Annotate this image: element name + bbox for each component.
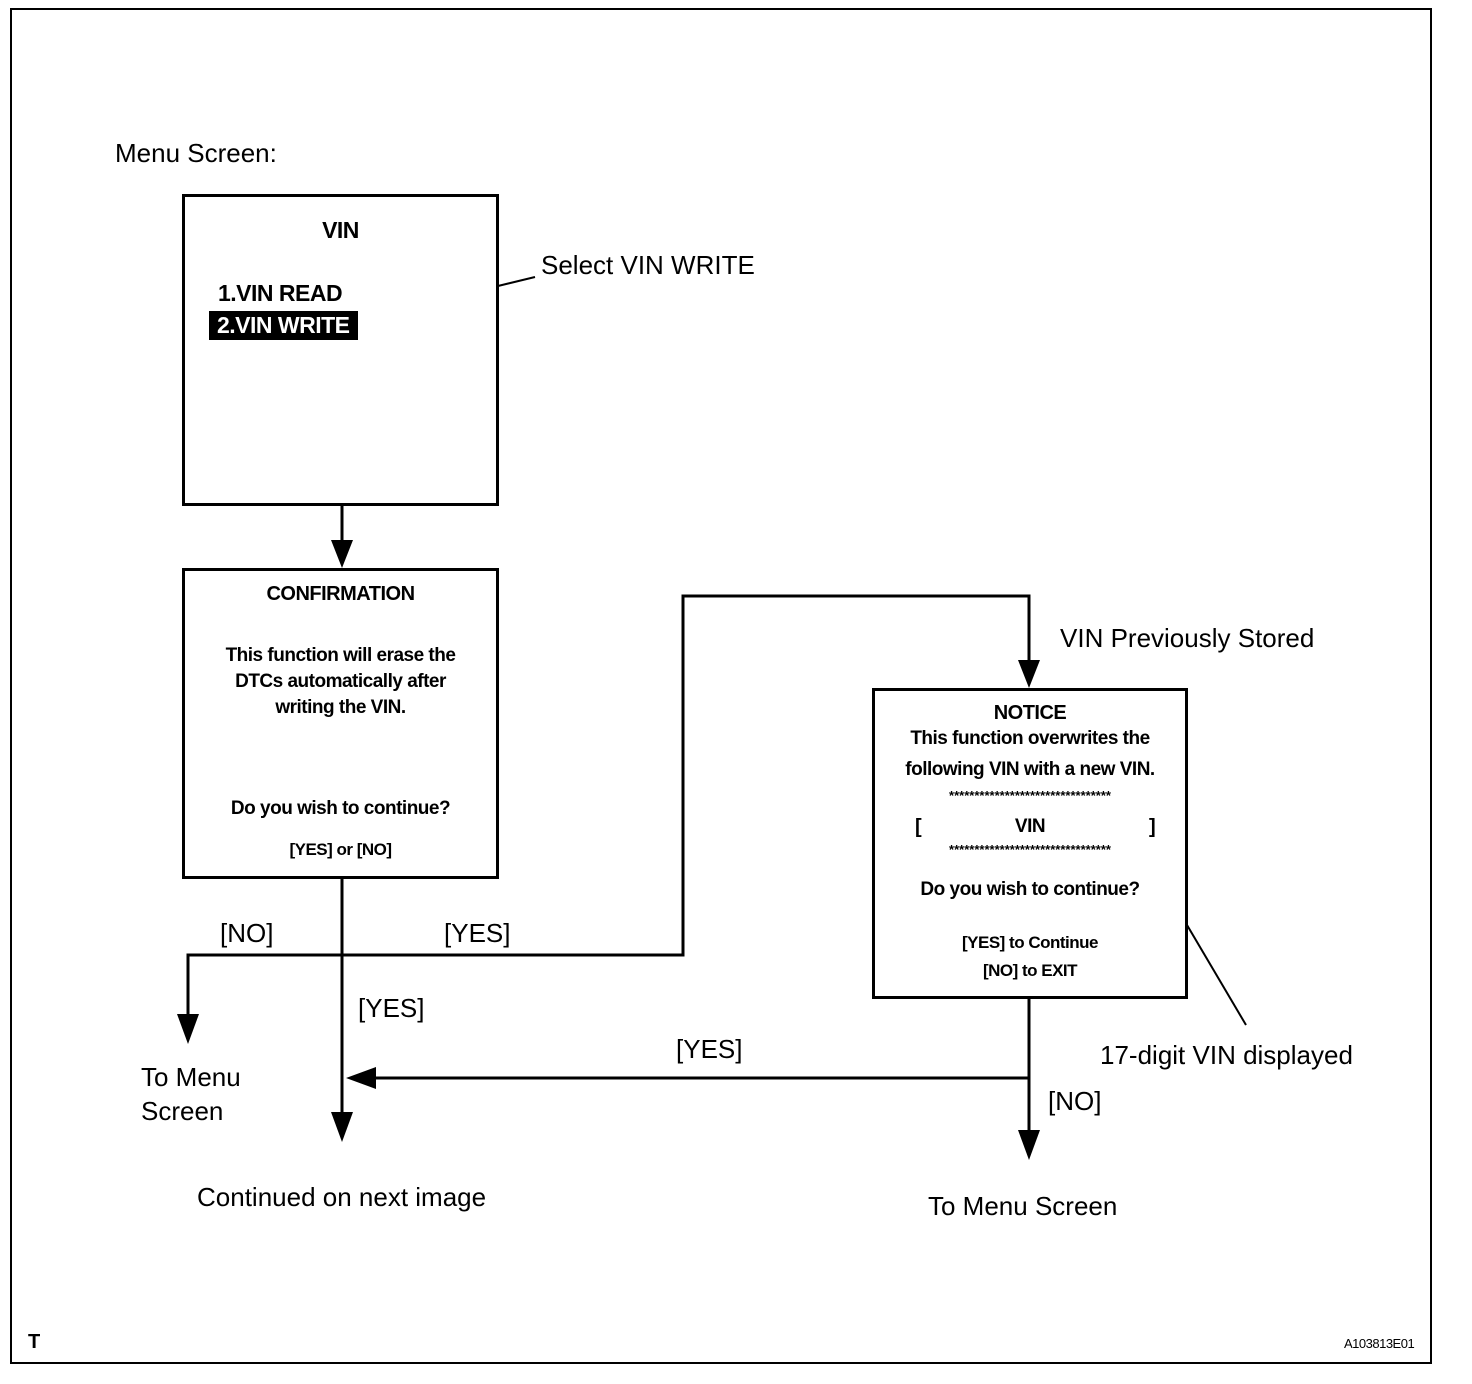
label-yes-continue: [YES] [358,993,425,1023]
figure-id: A103813E01 [1344,1336,1415,1351]
vin-menu-box: VIN 1.VIN READ 2.VIN WRITE [182,194,499,506]
label-no-branch: [NO] [220,918,274,948]
to-menu-screen-right: To Menu Screen [928,1191,1118,1221]
arrow-no-to-menu [186,953,342,1022]
confirmation-options[interactable]: [YES] or [NO] [289,840,392,859]
arrowhead-menu-right [1018,1130,1040,1160]
notice-title: NOTICE [993,702,1067,724]
notice-option-yes[interactable]: [YES] to Continue [962,933,1098,952]
notice-message-line: This function overwrites the [910,728,1150,749]
notice-vin-bracket-close: ] [1149,816,1156,838]
menu-item-vin-write[interactable]: 2.VIN WRITE [209,311,358,340]
notice-option-no[interactable]: [NO] to EXIT [982,961,1078,980]
callout-17-digit-vin: 17-digit VIN displayed [1100,1040,1353,1070]
menu-screen-label: Menu Screen: [115,138,277,168]
diagram-frame [10,8,1432,1364]
notice-box: NOTICE This function overwrites the foll… [872,688,1188,999]
notice-message-line: following VIN with a new VIN. [905,759,1155,780]
vin-menu-title: VIN [322,217,359,243]
confirmation-box: CONFIRMATION This function will erase th… [182,568,499,879]
arrowhead-confirmation [331,540,353,568]
label-yes-to-notice: [YES] [444,918,511,948]
to-menu-screen-left-line2: Screen [141,1096,224,1126]
arrowhead-menu-left [177,1014,199,1044]
notice-vin-value: VIN [1014,816,1046,837]
continued-on-next-image: Continued on next image [197,1182,487,1212]
arrowhead-back-left [346,1067,376,1089]
arrowhead-notice [1018,660,1040,688]
menu-item-vin-read[interactable]: 1.VIN READ [218,280,343,306]
notice-stars-top: ******************************** [949,788,1111,803]
notice-question: Do you wish to continue? [920,879,1140,900]
confirmation-question: Do you wish to continue? [230,798,451,819]
confirmation-message-line: writing the VIN. [275,697,406,718]
confirmation-title: CONFIRMATION [266,583,415,605]
vin-previously-stored-label: VIN Previously Stored [1060,623,1315,653]
callout-select-vin-write: Select VIN WRITE [541,250,755,280]
notice-stars-bottom: ******************************** [949,842,1111,857]
confirmation-message-line: DTCs automatically after [235,671,446,692]
arrow-yes-to-notice [342,594,1031,957]
label-yes-back: [YES] [676,1034,743,1064]
to-menu-screen-left-line1: To Menu [141,1062,241,1092]
label-no-notice: [NO] [1048,1086,1102,1116]
confirmation-message-line: This function will erase the [225,645,456,666]
arrowhead-continued [331,1112,353,1142]
corner-mark: T [28,1331,40,1353]
notice-vin-bracket-open: [ [915,816,922,838]
